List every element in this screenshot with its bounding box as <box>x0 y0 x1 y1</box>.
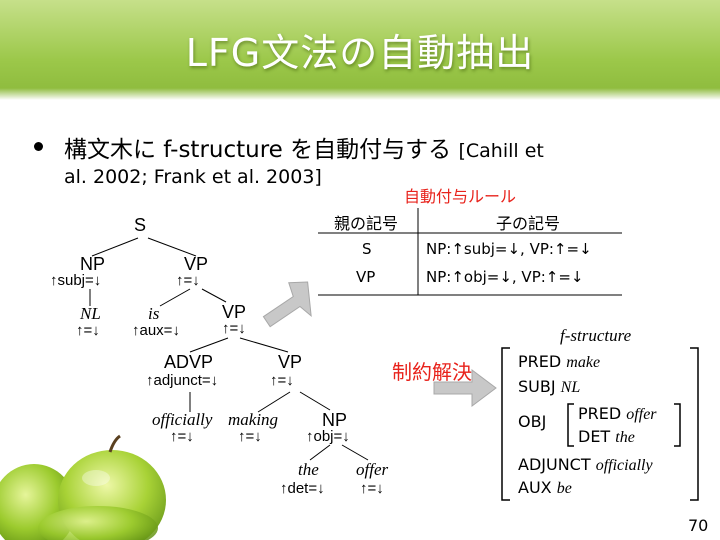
word-officially-annotation: ↑=↓ <box>170 428 194 445</box>
bullet-main-text: 構文木に f-structure を自動付与する <box>64 137 452 163</box>
apple-stem <box>108 434 121 453</box>
edge-vp2-vp3 <box>239 337 289 353</box>
header-child: 子の記号 <box>496 214 561 233</box>
fs-aux-value: be <box>556 480 572 497</box>
edge-s-np <box>91 237 139 257</box>
node-vp2: VP <box>222 302 247 322</box>
fs-aux-key: AUX <box>518 478 552 497</box>
node-vp2-annotation: ↑=↓ <box>222 320 246 337</box>
page-number: 70 <box>688 516 709 535</box>
node-np-annotation: ↑subj=↓ <box>50 272 102 289</box>
edge-vp3-making <box>257 391 291 413</box>
header-parent: 親の記号 <box>334 214 399 233</box>
fs-obj-pred-value: offer <box>626 406 657 423</box>
fs-obj-pred: PRED offer <box>578 404 657 424</box>
node-vp-annotation: ↑=↓ <box>176 272 200 289</box>
rule-row-2-parent: VP <box>356 268 376 286</box>
edge-vp-vp2 <box>201 288 227 303</box>
rules-title: 自動付与ルール <box>404 187 517 206</box>
fs-obj-det-key: DET <box>578 427 611 446</box>
fs-adjunct-key: ADJUNCT <box>518 455 591 474</box>
solve-arrow <box>433 369 497 407</box>
edge-s-vp <box>147 237 197 257</box>
word-making-annotation: ↑=↓ <box>238 428 262 445</box>
fs-pred: PRED make <box>518 352 600 372</box>
word-is-annotation: ↑aux=↓ <box>132 322 180 339</box>
node-np2: NP <box>322 410 348 430</box>
outer-left-bracket <box>501 347 510 501</box>
fstruct-label: f-structure <box>560 326 632 345</box>
fs-pred-key: PRED <box>518 352 562 371</box>
bullet-citation-start: [Cahill et <box>458 140 544 162</box>
bullet-line-2: al. 2002; Frank et al. 2003] <box>64 166 322 188</box>
fs-adjunct-value: officially <box>595 457 653 474</box>
node-np: NP <box>80 254 106 274</box>
fs-adjunct: ADJUNCT officially <box>518 455 653 475</box>
word-making: making <box>228 410 279 429</box>
inner-right-bracket <box>674 403 681 447</box>
inner-left-bracket <box>567 403 574 447</box>
word-officially: officially <box>152 410 213 429</box>
node-advp: ADVP <box>164 352 214 372</box>
fs-subj-value: NL <box>560 379 581 396</box>
word-the-annotation: ↑det=↓ <box>280 480 325 497</box>
word-nl-annotation: ↑=↓ <box>76 322 100 339</box>
apple-front <box>38 506 158 540</box>
edge-vp3-np <box>299 391 331 411</box>
rule-arrow <box>262 281 312 328</box>
rule-row-2-child: NP:↑obj=↓, VP:↑=↓ <box>426 268 584 286</box>
edge-vp-is <box>159 288 191 307</box>
fs-obj-det-value: the <box>615 429 635 446</box>
fs-obj-pred-key: PRED <box>578 404 622 423</box>
word-nl: NL <box>80 304 101 323</box>
node-vp3-annotation: ↑=↓ <box>270 372 294 389</box>
word-offer: offer <box>356 460 389 479</box>
node-advp-annotation: ↑adjunct=↓ <box>146 372 219 389</box>
word-offer-annotation: ↑=↓ <box>360 480 384 497</box>
apple-highlight <box>82 470 110 486</box>
node-vp: VP <box>184 254 209 274</box>
node-vp3: VP <box>278 352 303 372</box>
fs-subj: SUBJ NL <box>518 377 580 397</box>
slide-title: LFG文法の自動抽出 <box>185 31 535 75</box>
rule-row-1-child: NP:↑subj=↓, VP:↑=↓ <box>426 240 592 258</box>
solve-label: 制約解決 <box>392 360 472 384</box>
edge-np-the <box>309 444 331 461</box>
fs-aux: AUX be <box>518 478 572 498</box>
word-is: is <box>148 304 160 323</box>
title-bar <box>0 0 720 100</box>
fs-pred-value: make <box>566 354 601 371</box>
bullet-line-1: 構文木に f-structure を自動付与する [Cahill et <box>64 130 544 164</box>
fs-obj-key: OBJ <box>518 412 547 431</box>
fs-obj-det: DET the <box>578 427 635 447</box>
rule-row-1-parent: S <box>362 240 372 258</box>
outer-right-bracket <box>690 347 699 501</box>
bullet-dot <box>34 142 43 151</box>
fs-subj-key: SUBJ <box>518 377 556 396</box>
edge-np-offer <box>341 444 369 461</box>
node-s: S <box>134 215 147 235</box>
node-np2-annotation: ↑obj=↓ <box>306 428 350 445</box>
edge-vp2-advp <box>189 337 229 353</box>
word-the: the <box>298 460 319 479</box>
